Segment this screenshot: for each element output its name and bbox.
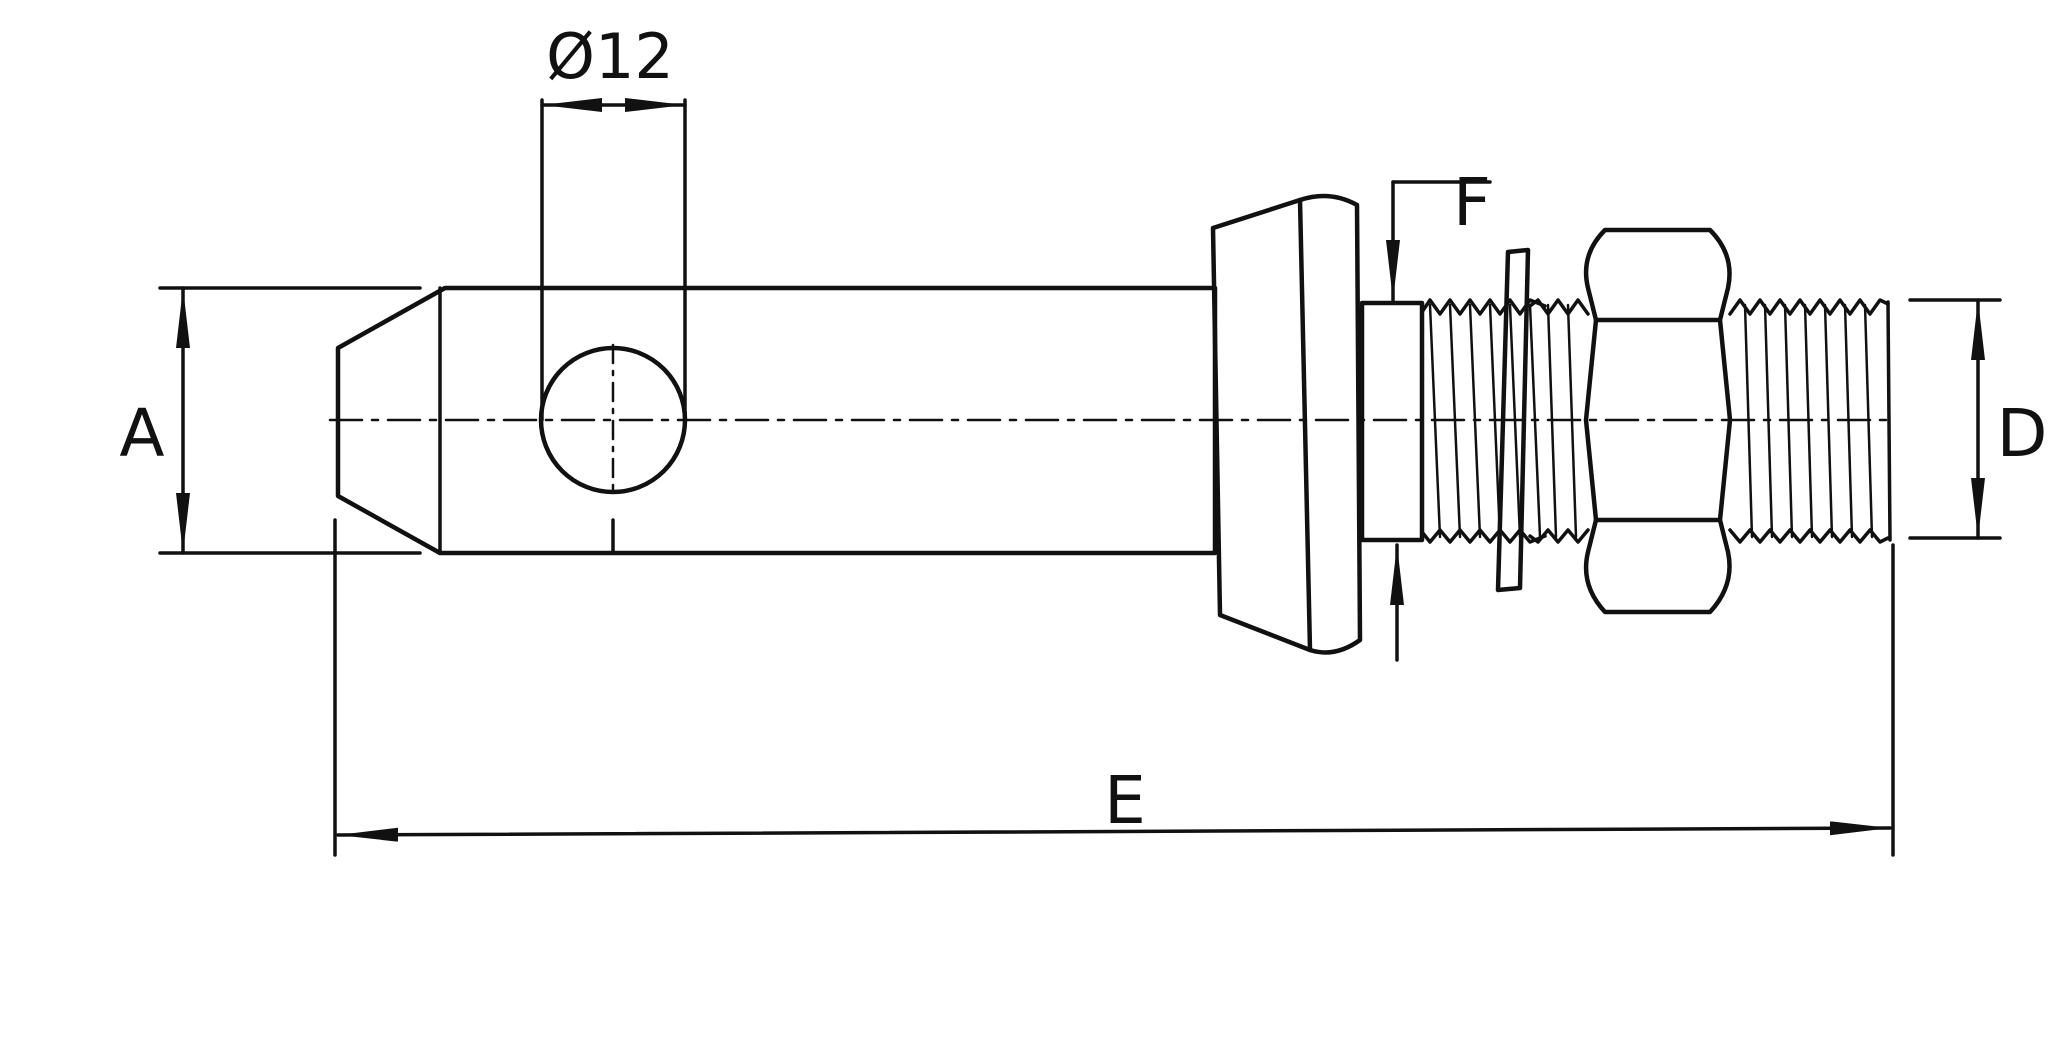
- hex-nut: [1583, 227, 1733, 615]
- thread-section-middle: [1528, 298, 1590, 544]
- label-a: A: [119, 395, 164, 472]
- shoulder: [1359, 300, 1425, 543]
- dimension-f: [1386, 180, 1492, 662]
- dimension-e: [333, 518, 1895, 857]
- collar-rim: [1297, 193, 1363, 655]
- spring-washer: [1495, 247, 1531, 593]
- collar: [1210, 197, 1313, 653]
- label-hole-diameter: Ø12: [546, 20, 674, 93]
- thread-section-right: [1728, 298, 1892, 544]
- thread-section-left: [1420, 298, 1547, 544]
- label-e: E: [1104, 762, 1146, 839]
- label-d: D: [1997, 395, 2048, 472]
- label-f: F: [1453, 164, 1491, 241]
- dimension-hole-diameter: [540, 98, 687, 555]
- dimension-d: [1908, 298, 2002, 540]
- dimension-a: [158, 286, 422, 555]
